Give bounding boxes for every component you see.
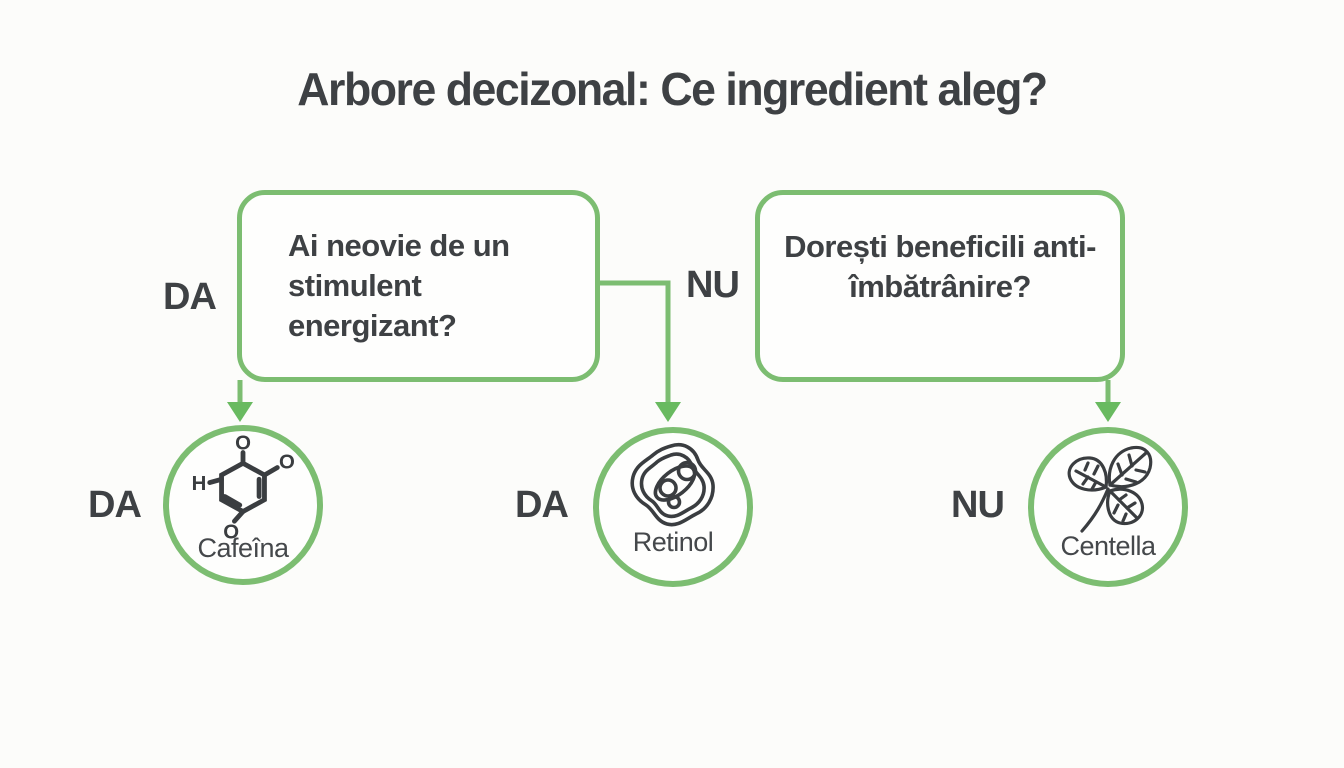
caffeine-molecule-icon: O O O H xyxy=(192,433,295,543)
retinol-cell-icon xyxy=(630,443,715,527)
svg-text:O: O xyxy=(235,433,251,454)
branch-label-nu: NU xyxy=(686,264,740,306)
leaf-node-cafeina: O O O H Cafeîna xyxy=(163,425,323,585)
leaf-node-retinol: Retinol xyxy=(593,427,753,587)
question-text: Ai neovie de un stimulent energizant? xyxy=(288,228,510,343)
arrow-down-icon xyxy=(227,402,253,422)
svg-text:O: O xyxy=(223,521,239,543)
branch-label-da-cafeina: DA xyxy=(88,484,142,526)
branch-label-nu-centella: NU xyxy=(951,484,1005,526)
svg-text:O: O xyxy=(279,452,295,474)
centella-leaf-icon xyxy=(1067,445,1153,533)
question-box-stimulent: Ai neovie de un stimulent energizant? xyxy=(237,190,600,382)
page-title: Arbore decizonal: Ce ingredient aleg? xyxy=(297,63,1048,115)
svg-text:H: H xyxy=(192,473,207,495)
leaf-label: Retinol xyxy=(632,527,714,557)
question-text: Dorești beneficili anti-îmbătrânire? xyxy=(784,229,1096,304)
leaf-label: Centella xyxy=(1060,531,1156,561)
leaf-label: Cafeîna xyxy=(197,533,289,563)
leaf-node-centella: Centella xyxy=(1028,427,1188,587)
branch-label-da: DA xyxy=(163,276,217,318)
question-box-anti-aging: Dorești beneficili anti-îmbătrânire? xyxy=(755,190,1125,382)
arrow-down-icon xyxy=(1095,402,1121,422)
arrow-down-icon xyxy=(655,402,681,422)
branch-label-da-retinol: DA xyxy=(515,484,569,526)
